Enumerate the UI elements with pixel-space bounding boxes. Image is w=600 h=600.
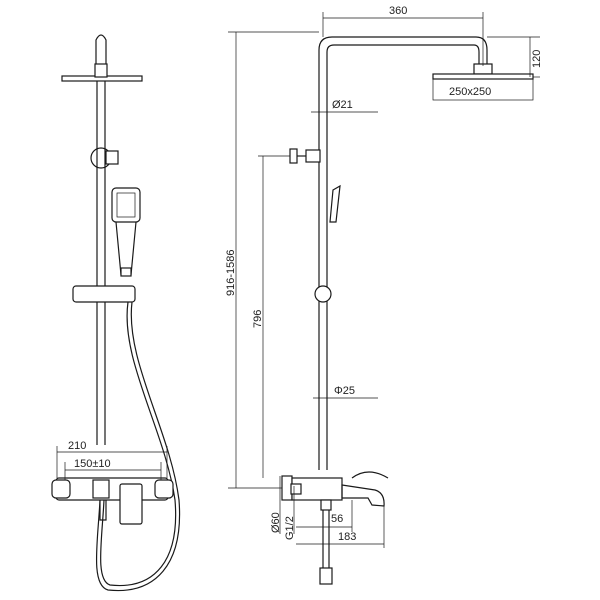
front-hand-shower-nut (120, 267, 132, 277)
front-left-inlet-cap (51, 479, 71, 499)
front-mixer-lever (119, 483, 143, 525)
front-spout (99, 500, 107, 521)
front-head-connector (94, 63, 108, 78)
side-view: Ø21 Φ25 360 120 250x250 916-1586 796 (225, 5, 543, 585)
front-right-inlet-cap (154, 479, 174, 499)
side-shower-head (432, 73, 534, 80)
side-diverter-body (305, 149, 321, 163)
dim-slide-height: 796 (252, 310, 264, 328)
side-overhead-arm-outer (318, 36, 488, 470)
dim-spout-length: 183 (338, 531, 356, 543)
front-hand-shower-head (111, 187, 141, 223)
front-mixer-center (92, 479, 110, 499)
dim-head-size-box (432, 78, 534, 101)
dim-spout-offset: 56 (331, 513, 343, 525)
side-overhead-arm-inner (326, 44, 480, 470)
side-spout (341, 484, 385, 507)
dim-arm-length: 360 (389, 5, 407, 17)
side-mixer-knob (290, 483, 302, 495)
side-mixer-lever (351, 471, 389, 479)
side-slide-holder (314, 285, 332, 303)
dim-inlet-dia: Ø60 (270, 512, 282, 533)
dim-mixer-width: 210 (68, 440, 86, 452)
front-hose-inner (95, 301, 181, 592)
dim-inlet-thread: G1/2 (284, 516, 296, 540)
front-hand-shower-face (116, 192, 136, 218)
side-hose-end (319, 567, 333, 585)
front-diverter-knob (105, 150, 119, 165)
dim-inlet-spacing: 150±10 (74, 458, 111, 470)
side-diverter-knob (289, 148, 298, 164)
front-view: 210 150±10 (51, 34, 181, 592)
front-mixer-body (55, 477, 169, 501)
dim-total-height: 916-1586 (225, 250, 237, 297)
dim-upper-pipe-dia: Ø21 (332, 99, 353, 111)
dim-head-size: 250x250 (449, 86, 491, 98)
side-hand-shower (329, 184, 341, 223)
front-hand-shower-grip (115, 221, 137, 276)
front-riser-cap (95, 34, 107, 70)
side-hose-nut (320, 499, 332, 511)
dim-head-height: 120 (531, 50, 543, 68)
front-slide-holder (72, 285, 136, 303)
front-hose-outer (100, 301, 177, 587)
dim-lower-pipe-dia: Φ25 (334, 385, 355, 397)
